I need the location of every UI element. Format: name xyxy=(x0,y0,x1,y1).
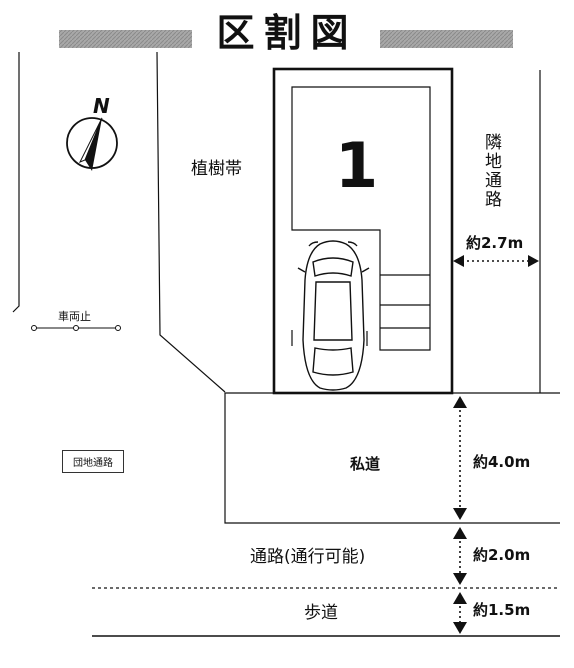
title-bar-left xyxy=(59,30,192,48)
adjacent-passage-dimension-line xyxy=(453,255,539,267)
page-title: 区割図 xyxy=(216,10,358,55)
no-vehicles-label: 車両止 xyxy=(58,310,91,323)
north-label: N xyxy=(93,94,110,118)
planting-strip-label: 植樹帯 xyxy=(191,159,242,179)
passage-width: 約2.0m xyxy=(473,546,531,564)
estate-passage-label: 団地通路 xyxy=(62,450,124,473)
left-boundary-line xyxy=(12,52,20,313)
house-footprint xyxy=(291,86,431,351)
no-vehicles-marker xyxy=(31,325,121,331)
entrance-steps xyxy=(380,274,430,329)
private-road-dimension-line xyxy=(453,396,467,520)
private-road-width: 約4.0m xyxy=(473,453,531,471)
sidewalk-width: 約1.5m xyxy=(473,601,531,619)
adjacent-passage-label: 隣地通路 xyxy=(481,133,501,209)
sidewalk-dimension-line xyxy=(453,592,467,634)
adjacent-passage-width: 約2.7m xyxy=(466,234,524,252)
private-road-outline xyxy=(224,392,560,524)
car-icon xyxy=(297,240,370,391)
passage-label: 通路(通行可能) xyxy=(250,547,366,567)
sidewalk-label: 歩道 xyxy=(304,603,338,623)
private-road-label: 私道 xyxy=(350,455,381,473)
planting-strip-boundary xyxy=(156,51,226,393)
passage-dimension-line xyxy=(453,527,467,585)
title-bar-right xyxy=(380,30,513,48)
north-arrow xyxy=(66,117,118,171)
lot-number: 1 xyxy=(335,129,379,202)
